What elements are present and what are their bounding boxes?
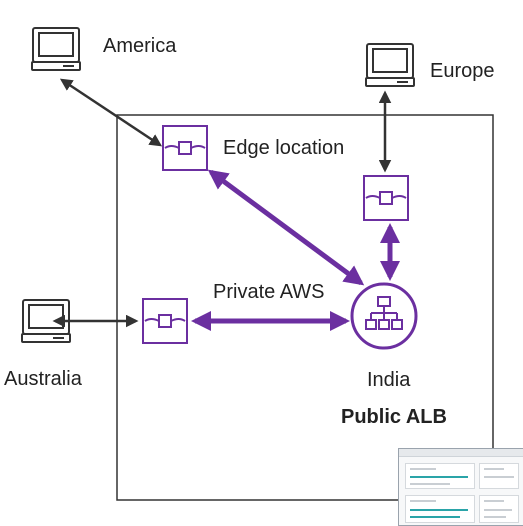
- computer-icon: [31, 27, 81, 71]
- console-thumbnail[interactable]: [398, 448, 523, 526]
- label-america: America: [103, 35, 177, 57]
- aws-region-boundary: [116, 114, 494, 501]
- edge-location-icon: [142, 298, 188, 344]
- label-private-aws: Private AWS: [213, 281, 325, 303]
- connector-america-edge: [59, 78, 163, 147]
- alb-icon: [350, 282, 418, 350]
- private-link-top-edge-alb: [207, 169, 365, 286]
- edge-location-icon: [363, 175, 409, 221]
- computer-icon: [365, 43, 415, 87]
- label-australia: Australia: [4, 368, 82, 390]
- label-public-alb: Public ALB: [341, 406, 447, 428]
- label-edge-location: Edge location: [223, 137, 345, 159]
- thumbnail-card: [479, 495, 519, 523]
- label-europe: Europe: [430, 60, 495, 82]
- thumbnail-toolbar: [399, 449, 523, 457]
- label-india: India: [367, 369, 411, 391]
- thumbnail-card: [405, 495, 475, 523]
- computer-icon: [21, 299, 71, 343]
- thumbnail-card: [405, 463, 475, 489]
- thumbnail-card: [479, 463, 519, 489]
- edge-location-icon: [162, 125, 208, 171]
